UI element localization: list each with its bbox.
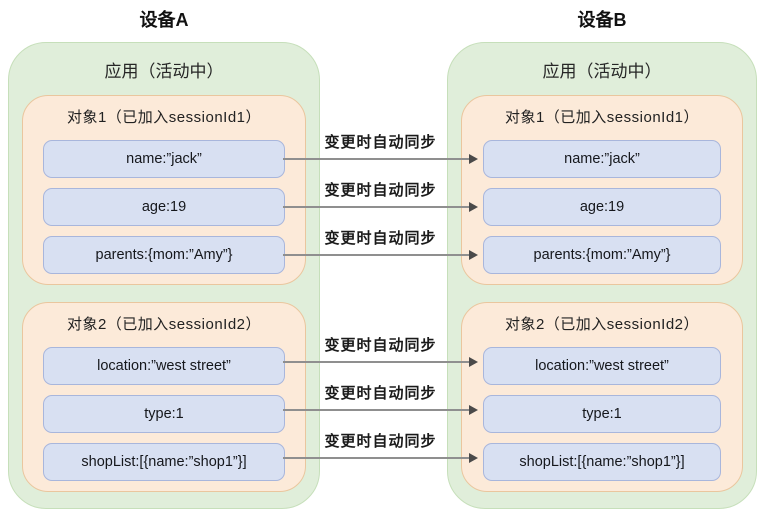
device-b-panel: 设备B 应用（活动中） 对象1（已加入sessionId1） name:”jac…	[447, 8, 757, 509]
field-shoplist: shopList:[{name:”shop1”}]	[43, 443, 285, 481]
sync-arrow: 变更时自动同步	[283, 178, 478, 212]
arrow-head-icon	[469, 357, 478, 367]
field-age: age:19	[43, 188, 285, 226]
object-header: 对象2（已加入sessionId2）	[504, 316, 700, 333]
device-b-object1-box: 对象1（已加入sessionId1） name:”jack” age:19 pa…	[461, 95, 743, 285]
object-header: 对象2（已加入sessionId2）	[66, 316, 262, 333]
sync-arrow: 变更时自动同步	[283, 226, 478, 260]
device-b-app-label: 应用（活动中）	[542, 62, 662, 81]
object-header: 对象1（已加入sessionId1）	[504, 109, 700, 126]
sync-arrow-label: 变更时自动同步	[324, 182, 437, 199]
sync-arrow-label: 变更时自动同步	[324, 134, 437, 151]
sync-arrow-label: 变更时自动同步	[324, 230, 437, 247]
sync-arrow: 变更时自动同步	[283, 333, 478, 367]
field-name: name:”jack”	[483, 140, 721, 178]
field-shoplist: shopList:[{name:”shop1”}]	[483, 443, 721, 481]
sync-arrow-label: 变更时自动同步	[324, 337, 437, 354]
field-parents: parents:{mom:”Amy”}	[483, 236, 721, 274]
arrow-head-icon	[469, 453, 478, 463]
arrow-line	[283, 254, 470, 256]
field-location: location:”west street”	[43, 347, 285, 385]
arrow-line	[283, 158, 470, 160]
field-type: type:1	[483, 395, 721, 433]
sync-arrow-label: 变更时自动同步	[324, 433, 437, 450]
object-header: 对象1（已加入sessionId1）	[66, 109, 262, 126]
sync-arrow: 变更时自动同步	[283, 130, 478, 164]
field-parents: parents:{mom:”Amy”}	[43, 236, 285, 274]
device-b-app-box: 应用（活动中） 对象1（已加入sessionId1） name:”jack” a…	[447, 42, 757, 509]
device-a-panel: 设备A 应用（活动中） 对象1（已加入sessionId1） name:”jac…	[8, 8, 320, 509]
device-a-object1-box: 对象1（已加入sessionId1） name:”jack” age:19 pa…	[22, 95, 306, 285]
sync-arrow-label: 变更时自动同步	[324, 385, 437, 402]
arrow-line	[283, 457, 470, 459]
sync-arrow: 变更时自动同步	[283, 429, 478, 463]
sync-arrow: 变更时自动同步	[283, 381, 478, 415]
arrow-head-icon	[469, 202, 478, 212]
device-a-object2-box: 对象2（已加入sessionId2） location:”west street…	[22, 302, 306, 492]
field-type: type:1	[43, 395, 285, 433]
arrow-head-icon	[469, 154, 478, 164]
device-b-title: 设备B	[577, 10, 627, 30]
arrow-head-icon	[469, 250, 478, 260]
arrow-line	[283, 361, 470, 363]
device-a-title: 设备A	[139, 10, 189, 30]
device-a-app-label: 应用（活动中）	[104, 62, 224, 81]
field-name: name:”jack”	[43, 140, 285, 178]
field-age: age:19	[483, 188, 721, 226]
device-b-object2-box: 对象2（已加入sessionId2） location:”west street…	[461, 302, 743, 492]
arrow-line	[283, 206, 470, 208]
arrow-head-icon	[469, 405, 478, 415]
field-location: location:”west street”	[483, 347, 721, 385]
device-a-app-box: 应用（活动中） 对象1（已加入sessionId1） name:”jack” a…	[8, 42, 320, 509]
arrow-line	[283, 409, 470, 411]
